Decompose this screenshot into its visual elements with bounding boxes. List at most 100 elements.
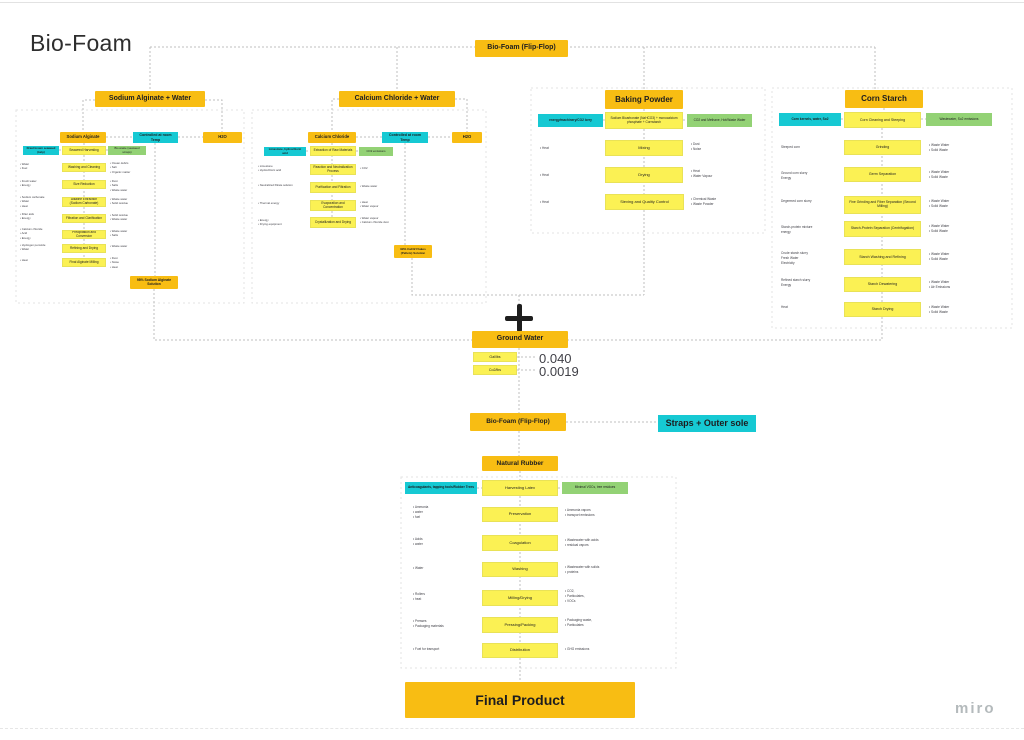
cs-step-fine-grinding[interactable]: Fine Grinding and Fiber Separation (Seco… [844,196,921,214]
sa-step-harvesting[interactable]: Seaweed Harvesting [62,146,106,155]
cs-left-7[interactable]: Heat [781,305,788,309]
bp-left-1[interactable]: • Heat [540,146,549,150]
cs-right-5[interactable]: • Waste Water• Solid Waste [929,252,950,261]
sa-step-precipitation[interactable]: Precipitation and Conversion [62,230,106,239]
sa-right-5[interactable]: • Solid residue• Waste water [110,213,128,222]
sa-left-4[interactable]: • Sodium carbonate• Water• Heat [20,195,45,208]
calcium-chloride-water-header[interactable]: Calcium Chloride + Water [339,91,455,107]
sodium-alginate-water-header[interactable]: Sodium Alginate + Water [95,91,205,107]
nr-right-6[interactable]: • GHG emissions [565,647,590,651]
cs-left-3[interactable]: Degermed corn slurry [781,199,812,203]
corn-starch-header[interactable]: Corn Starch [845,90,923,108]
cs-right-1[interactable]: • Waste Water• Solid Waste [929,143,950,152]
cc-right-5[interactable]: • Water vapour• Calcium chloride dust [360,216,389,225]
bp-input[interactable]: energy/machinery/CO2 lorry [538,114,603,127]
bp-right-2[interactable]: • Heat• Water Vapour [691,169,713,178]
cc-left-4[interactable]: • Thermal energy [258,201,280,205]
nr-left-5[interactable]: • Presses• Packaging materials [413,619,444,628]
cc-input[interactable]: Limestone, hydrochloric acid [264,147,306,156]
sa-right-2[interactable]: • Ocean debris• Salt• Organic matter [110,161,131,174]
cs-step-cleaning[interactable]: Corn Cleaning and Steeping [844,112,921,128]
cc-right-4[interactable]: • Heat• Water vapour [360,200,379,209]
cs-step-drying[interactable]: Starch Drying [844,302,921,317]
cs-step-washing[interactable]: Starch Washing and Refining [844,249,921,265]
nr-right-4[interactable]: • CO2,• Particulates,• VOCs [565,589,585,603]
bp-left-3[interactable]: • Heat [540,200,549,204]
sa-right-4[interactable]: • Waste water• Solid residue [110,197,128,206]
plus-icon[interactable] [505,304,533,332]
bp-left-2[interactable]: • Heat [540,173,549,177]
nr-step-coagulation[interactable]: Coagulation [482,535,558,551]
top-bio-foam-flip-flop[interactable]: Bio-Foam (Flip-Flop) [475,40,568,57]
sa-step-refining[interactable]: Refining and Drying [62,244,106,253]
sodium-controlled-temp[interactable]: Controlled at room Temp [133,132,178,143]
sa-left-3[interactable]: • Fresh water• Energy [20,179,37,188]
bp-output-green[interactable]: CO2 and Methane, Hot/Waste Water [687,114,752,127]
cc-step-crystallization[interactable]: Crystallization and Drying [310,217,356,228]
calcium-chloride[interactable]: Calcium Chloride [308,132,356,143]
sodium-h2o[interactable]: H2O [203,132,242,143]
cs-right-7[interactable]: • Waste Water• Solid Waste [929,305,950,314]
nr-left-2[interactable]: • Acids• water [413,537,423,546]
nr-step-preservation[interactable]: Preservation [482,507,558,522]
cc-left-3[interactable]: • Neutralized filtrate solution [258,183,293,187]
bp-step-drying[interactable]: Drying [605,167,683,183]
bp-mixture[interactable]: Sodium Bicarbonate (NaHCO3) + monocalciu… [605,112,683,129]
sa-right-8[interactable]: • Dust• Noise• Heat [110,256,119,269]
sa-step-filtration[interactable]: Filtration and Clarification [62,214,106,223]
sa-left-2[interactable]: • Water• Fuel [20,162,30,171]
sa-step-alkaline[interactable]: Alkaline Extraction (Sodium Carbonate) [62,197,106,207]
sa-left-5[interactable]: • Filter aids• Energy [20,212,34,221]
sa-left-7[interactable]: • Hydrogen peroxide• Water [20,243,46,252]
cs-step-germ[interactable]: Germ Separation [844,167,921,182]
cs-right-6[interactable]: • Waste Water• Air Emissions [929,280,951,289]
calcium-controlled-temp[interactable]: Controlled at room Temp [382,132,428,143]
sa-right-7[interactable]: • Waste water [110,244,128,248]
sa-input[interactable]: Dried brown seaweed (kelp) [23,146,59,155]
nr-step-distribution[interactable]: Distribution [482,643,558,658]
bp-step-mixing[interactable]: Mixing [605,140,683,156]
bp-step-sieving[interactable]: Sieving and Quality Control [605,194,684,210]
mid-bio-foam-flip-flop[interactable]: Bio-Foam (Flip-Flop) [470,413,566,431]
sa-step-milling[interactable]: Final Alginate Milling [62,258,106,267]
nr-right-1[interactable]: • Ammonia vapors• transport emissions [565,508,595,517]
straps-outer-sole[interactable]: Straps + Outer sole [658,415,756,432]
nr-step-milling[interactable]: Milling/Drying [482,590,558,606]
calcium-h2o[interactable]: H2O [452,132,482,143]
gw-value-gal[interactable]: 0.040 [539,351,572,366]
cc-output-green[interactable]: CO2 emissions [359,147,393,156]
cs-step-dewatering[interactable]: Starch Dewatering [844,277,921,292]
cc-step-evaporation[interactable]: Evaporation and Concentration [310,200,356,211]
nr-left-4[interactable]: • Rollers• heat [413,592,425,601]
nr-left-3[interactable]: • Water [413,566,424,570]
sa-output-waste[interactable]: Bio waste (seaweed scraps) [108,146,146,155]
cs-output-green[interactable]: Wastewater, So2 emissions [926,113,992,126]
gw-metric-gal[interactable]: Gal/lbs [473,352,517,362]
nr-input[interactable]: Anticoagulants, tapping tools/Rubber Tre… [405,482,477,494]
cs-right-2[interactable]: • Waste Water• Solid Waste [929,170,950,179]
cc-right-3[interactable]: • Waste water [360,184,378,188]
sodium-alginate[interactable]: Sodium Alginate [60,132,106,143]
sa-right-6[interactable]: • Waste water• Salts [110,229,128,238]
board-title[interactable]: Bio-Foam [30,30,133,56]
sa-right-3[interactable]: • Dust• Salts• Waste water [110,179,128,192]
sa-step-size[interactable]: Size Reduction [62,180,106,189]
natural-rubber[interactable]: Natural Rubber [482,456,558,471]
cs-right-3[interactable]: • Waste Water• Solid Waste [929,199,950,208]
sa-output[interactable]: 98% Sodium Alginate Solution [130,276,178,289]
sa-step-washing[interactable]: Washing and Cleaning [62,163,106,172]
cc-step-extraction[interactable]: Extraction of Raw Materials [310,146,356,156]
final-product[interactable]: Final Product [405,682,635,718]
cc-step-purification[interactable]: Purification and Filtration [310,182,356,193]
cs-input[interactable]: Corn kernels, water, So2 [779,113,841,126]
cc-right-2[interactable]: • CO2 [360,166,368,170]
gw-value-co2[interactable]: 0.0019 [539,364,579,379]
cc-output[interactable]: 99% CaCl2 Flakes (Pellets) Solution [394,245,432,258]
baking-powder-header[interactable]: Baking Powder [605,90,683,109]
bp-right-3[interactable]: • Chemical Waste• Waste Powder [691,197,717,206]
